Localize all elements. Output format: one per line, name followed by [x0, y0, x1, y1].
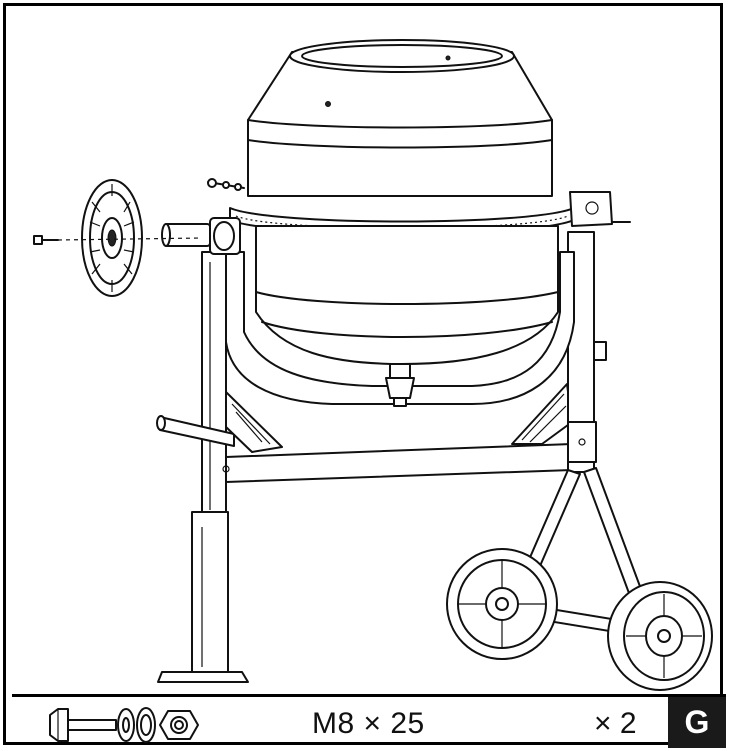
hardware-icons — [49, 707, 199, 743]
hardware-strip: M8 × 25 × 2 G — [12, 694, 726, 748]
step-label: G — [684, 704, 710, 740]
left-leg — [157, 251, 249, 683]
instruction-panel-frame: M8 × 25 × 2 G — [3, 3, 726, 748]
right-bracket — [569, 191, 631, 227]
drive-shaft — [161, 217, 241, 255]
left-brace — [225, 391, 283, 453]
handle-bar — [156, 415, 235, 447]
spring-washer-icon — [136, 707, 156, 743]
nut-icon — [159, 710, 199, 740]
pulley-wheel — [81, 179, 143, 297]
right-wheel — [607, 581, 713, 691]
step-badge: G — [668, 697, 726, 748]
hardware-spec: M8 × 25 — [312, 707, 425, 740]
mixer-drum — [229, 39, 575, 407]
concrete-mixer-illustration — [33, 39, 713, 691]
exploded-bolt — [33, 235, 203, 245]
left-wheel — [446, 548, 558, 660]
top-left-bolt-set — [207, 178, 245, 191]
drum-cradle — [225, 251, 575, 405]
hardware-quantity: × 2 — [594, 707, 637, 740]
cross-tube — [222, 443, 573, 483]
flat-washer-icon — [117, 708, 135, 742]
bolt-icon — [49, 708, 117, 742]
